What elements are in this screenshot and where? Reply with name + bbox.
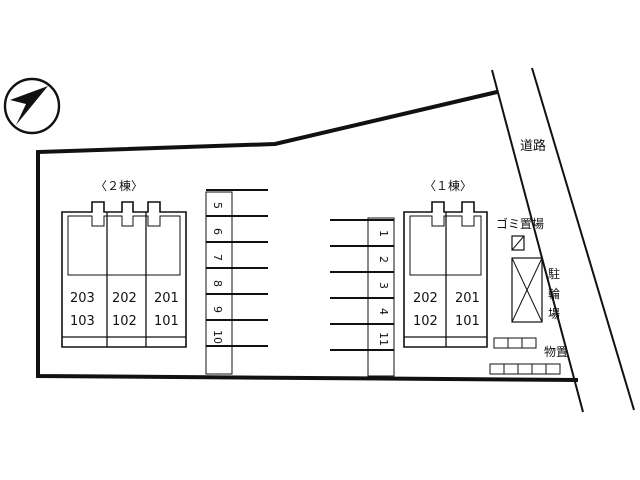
parking-right: 1 2 3 4 11 — [330, 217, 395, 377]
building-1: 〈１棟〉 202 201 102 101 — [403, 178, 488, 348]
north-arrow-icon — [3, 77, 61, 135]
parking-6: 6 — [211, 228, 224, 235]
garbage-area: ゴミ置場 — [496, 216, 544, 251]
unit-102: 102 — [112, 314, 137, 329]
parking-1: 1 — [377, 230, 390, 237]
storage-label: 物置 — [544, 345, 568, 359]
site-boundary — [36, 90, 579, 382]
garbage-label: ゴミ置場 — [496, 216, 544, 231]
unit-101: 101 — [154, 314, 179, 329]
unit-1-101: 101 — [455, 314, 480, 329]
parking-5: 5 — [211, 202, 224, 209]
unit-103: 103 — [70, 314, 95, 329]
unit-201: 201 — [154, 291, 179, 306]
unit-203: 203 — [70, 291, 95, 306]
unit-1-201: 201 — [455, 291, 480, 306]
parking-8: 8 — [211, 280, 224, 287]
unit-1-102: 102 — [413, 314, 438, 329]
unit-1-202: 202 — [413, 291, 438, 306]
building-2-label: 〈２棟〉 — [95, 178, 143, 193]
building-2: 〈２棟〉 203 202 201 103 102 101 — [61, 178, 187, 348]
parking-9: 9 — [211, 306, 224, 313]
parking-2: 2 — [377, 256, 390, 263]
parking-11: 11 — [377, 332, 390, 346]
bicycle-parking: 駐 輪 場 — [511, 257, 564, 323]
road-label: 道路 — [520, 138, 546, 154]
unit-202: 202 — [112, 291, 137, 306]
parking-left: 5 6 7 8 9 10 — [205, 189, 268, 375]
storage-area: 物置 — [489, 337, 568, 375]
parking-4: 4 — [377, 308, 390, 315]
parking-7: 7 — [211, 254, 224, 261]
bicycle-label: 駐 輪 場 — [548, 266, 564, 321]
road: 道路 — [491, 67, 635, 413]
building-1-label: 〈１棟〉 — [424, 178, 472, 193]
parking-3: 3 — [377, 282, 390, 289]
parking-10: 10 — [211, 330, 224, 344]
